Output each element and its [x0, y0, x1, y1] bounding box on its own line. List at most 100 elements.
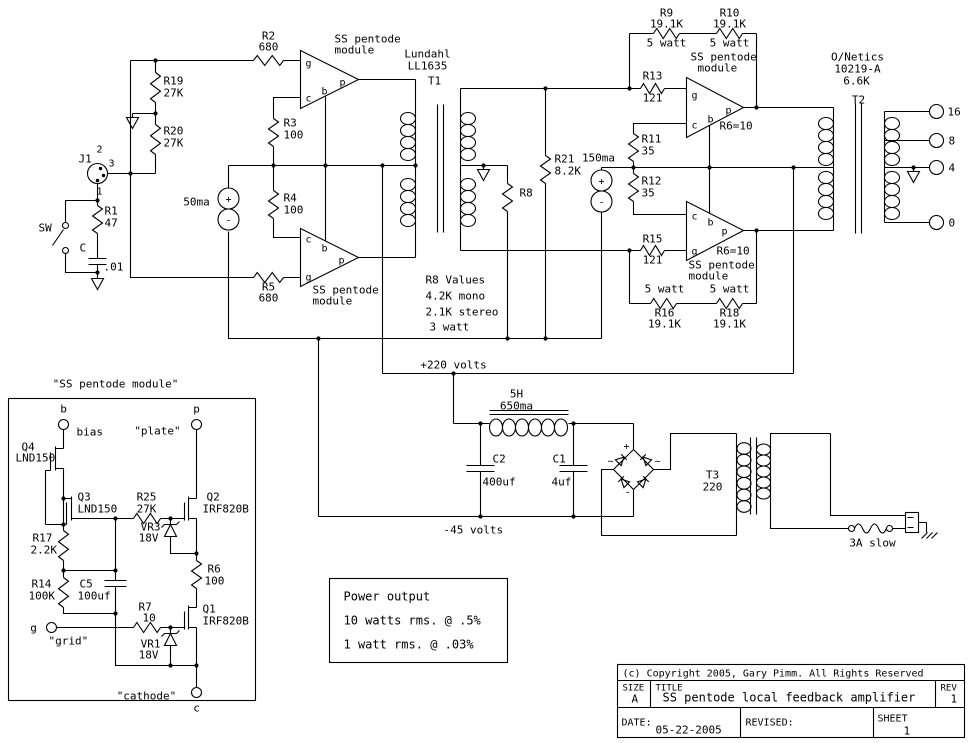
label-vr1-val: 18V: [139, 649, 159, 662]
resistor-R13: [640, 82, 665, 95]
label-tri2-b: b: [322, 244, 328, 255]
label-r3-val: 100: [284, 129, 304, 142]
wire-center-rail-left: [228, 96, 416, 241]
label-r8values-2: 4.2K mono: [426, 290, 486, 303]
label-choke-val: 5H: [510, 388, 523, 401]
fuse-end-left: [847, 524, 856, 533]
label-tri2-p: p: [339, 256, 345, 267]
label-tb-copyright: (c) Copyright 2005, Gary Pimm. All Right…: [623, 669, 924, 680]
module-triangle-top-right: [685, 76, 745, 139]
coil-t2-secondary: [883, 116, 901, 221]
junction-dot: [323, 163, 328, 168]
label-tri3-g: g: [692, 91, 698, 102]
label-r13-ref: R13: [643, 70, 663, 83]
label-r9-watt: 5 watt: [647, 37, 687, 50]
ground-icon-input: [90, 274, 105, 291]
label-c2-val: 400uf: [483, 476, 516, 489]
label-q2-val: IRF820B: [203, 503, 250, 516]
resistor-R21: [539, 155, 552, 184]
resistor-R1: [91, 205, 104, 234]
label-r20-ref: R20: [164, 125, 184, 138]
coil-t3-left: [736, 442, 752, 513]
label-r9-val: 19.1K: [650, 18, 683, 31]
label-t2-make: O/Netics: [831, 51, 884, 64]
resistor-R11: [627, 133, 640, 162]
label-power-note-3: 1 watt rms. @ .03%: [344, 638, 475, 652]
wire-sec-bottom-net: [460, 230, 758, 305]
module-triangle-bottom-left: [299, 227, 360, 288]
label-r25-ref: R25: [137, 491, 157, 504]
label-cs150-plus: +: [598, 177, 604, 188]
junction-dot: [95, 270, 100, 275]
label-out-16: 16: [948, 106, 961, 119]
zener-vr1: [161, 630, 180, 647]
junction-dot: [911, 165, 916, 170]
label-j1-pin2: 2: [97, 145, 103, 156]
terminal-b: [57, 418, 70, 431]
coil-t1-secondary: [459, 111, 477, 228]
label-r11-ref: R11: [642, 133, 662, 146]
label-c5-ref: C5: [80, 578, 93, 591]
mosfet-q2: [183, 496, 197, 521]
label-mod2-line2: module: [313, 295, 353, 308]
label-vr3-val: 18V: [139, 532, 159, 545]
junction-dot: [754, 105, 759, 110]
label-bridge-minus: -: [624, 488, 630, 499]
label-q2-ref: Q2: [207, 491, 220, 504]
label-r2-ref: R2: [262, 30, 275, 43]
label-r12-ref: R12: [642, 175, 662, 188]
module-box: [7, 397, 257, 702]
terminal-0: [928, 214, 945, 231]
label-mod3-r6: R6=10: [720, 120, 753, 133]
mosfet-q1: [183, 605, 197, 630]
label-r14-ref: R14: [32, 578, 52, 591]
label-r7-ref: R7: [139, 601, 152, 614]
wire-j1-sw-r1-net: [52, 183, 99, 275]
junction-dot: [791, 165, 796, 170]
mosfet-q4: [45, 446, 64, 472]
junction-dot: [451, 371, 456, 376]
wire-t2: [793, 103, 930, 234]
junction-dot: [271, 163, 276, 168]
label-q3-val: LND150: [78, 503, 118, 516]
coil-t3-right: [755, 443, 772, 500]
label-r11-val: 35: [642, 145, 655, 158]
wire-choke-cores: [489, 409, 569, 416]
wire-t1-columns: [358, 78, 462, 259]
ground-icon-t2sec: [906, 167, 921, 184]
label-out-0: 0: [949, 217, 956, 230]
label-tb-revised-label: REVISED:: [746, 718, 794, 729]
junction-dot: [194, 551, 199, 556]
resistor-R16: [650, 297, 677, 310]
coil-choke: [488, 418, 569, 437]
label-tb-sheet-label: SHEET: [878, 714, 908, 725]
label-c5-val: 100uf: [78, 590, 111, 603]
label-c1-val: 4uf: [552, 476, 572, 489]
label-sw-ref: SW: [39, 222, 53, 235]
j1-pad: [95, 178, 100, 183]
power-output-box: [328, 577, 509, 664]
label-r25-val: 27K: [137, 503, 157, 516]
label-power-note-1: Power output: [344, 590, 431, 604]
label-r15-ref: R15: [643, 233, 663, 246]
wire-feedback-top: [628, 32, 758, 108]
label-r18-watt: 5 watt: [710, 283, 750, 296]
label-term-p: p: [193, 403, 200, 416]
label-tri4-p: p: [722, 227, 728, 238]
label-plate-label: "plate": [134, 425, 180, 438]
label-c-ref: C: [80, 242, 87, 255]
module-triangle-top-left: [299, 49, 360, 110]
label-tb-title: SS pentode local feedback amplifier: [663, 691, 916, 705]
label-r5-val: 680: [259, 292, 279, 305]
junction-dot: [61, 522, 66, 527]
junction-dot: [413, 163, 418, 168]
wire-outputs-right: [743, 106, 834, 232]
label-r21-ref: R21: [555, 153, 575, 166]
label-tb-date: 05-22-2005: [656, 724, 722, 737]
label-r16-val: 19.1K: [648, 318, 681, 331]
label-fuse-label: 3A slow: [849, 537, 896, 550]
label-q4-val: LND150: [16, 452, 56, 465]
resistor-R8: [501, 183, 514, 212]
label-r8values-1: R8 Values: [426, 274, 486, 287]
label-out-8: 8: [949, 135, 956, 148]
